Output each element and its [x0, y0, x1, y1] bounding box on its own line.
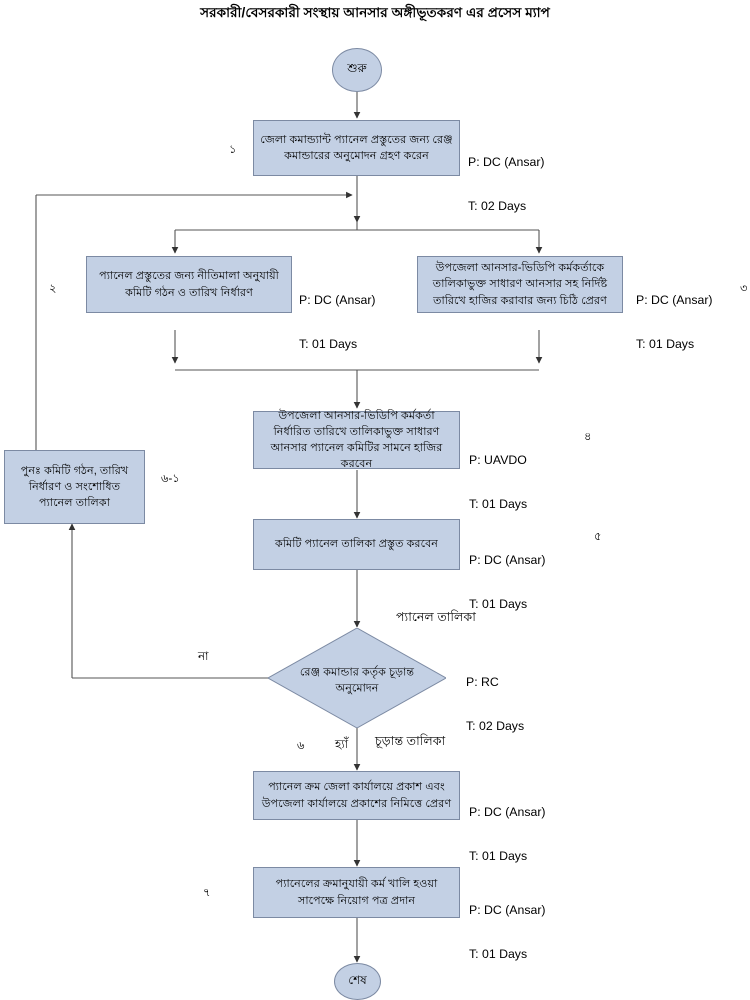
process-node-6-meta: P: DC (Ansar) T: 01 Days [469, 776, 546, 892]
process-node-2-performer: P: DC (Ansar) [299, 293, 376, 307]
rework-node[interactable]: পুনঃ কমিটি গঠন, তারিখ নির্ধারণ ও সংশোধিত… [4, 450, 145, 524]
process-node-3[interactable]: উপজেলা আনসার-ভিডিপি কর্মকর্তাকে তালিকাভু… [417, 256, 623, 313]
step-number-6-1: ৬-১ [161, 473, 180, 485]
process-node-2-label: প্যানেল প্রস্তুতের জন্য নীতিমালা অনুযায়… [99, 270, 279, 299]
rework-node-label: পুনঃ কমিটি গঠন, তারিখ নির্ধারণ ও সংশোধিত… [20, 464, 129, 510]
decision-node-meta: P: RC T: 02 Days [466, 646, 524, 762]
process-node-5[interactable]: কমিটি প্যানেল তালিকা প্রস্তুত করবেন [253, 519, 460, 570]
process-node-1-label: জেলা কমান্ড্যান্ট প্যানেল প্রস্তুতের জন্… [260, 133, 453, 162]
process-node-4-time: T: 01 Days [469, 496, 528, 511]
page-title: সরকারী/বেসরকারী সংস্থায় আনসার অঙ্গীভূতক… [200, 5, 550, 20]
step-number-4: ৪ [584, 431, 592, 443]
process-node-2-time: T: 01 Days [299, 336, 358, 351]
process-node-1-time: T: 02 Days [468, 198, 527, 213]
decision-node-performer: P: RC [466, 675, 499, 689]
process-node-6-label: প্যানেল ক্রম জেলা কার্যালয়ে প্রকাশ এবং … [261, 781, 452, 810]
process-node-6-performer: P: DC (Ansar) [469, 805, 546, 819]
process-node-3-time: T: 01 Days [636, 336, 695, 351]
start-node-label: শুরু [347, 61, 367, 75]
process-node-5-meta: P: DC (Ansar) T: 01 Days [469, 524, 546, 640]
step-number-3: ৩ [740, 283, 748, 295]
process-node-3-performer: P: DC (Ansar) [636, 293, 713, 307]
decision-node-time: T: 02 Days [466, 718, 525, 733]
process-node-7-time: T: 01 Days [469, 946, 528, 961]
process-node-1-performer: P: DC (Ansar) [468, 155, 545, 169]
end-node-label: শেষ [348, 972, 367, 987]
step-number-6: ৬ [297, 740, 305, 752]
process-node-7-performer: P: DC (Ansar) [469, 903, 546, 917]
process-node-3-meta: P: DC (Ansar) T: 01 Days [636, 264, 713, 380]
process-node-3-label: উপজেলা আনসার-ভিডিপি কর্মকর্তাকে তালিকাভু… [432, 262, 608, 307]
decision-no-label: না [198, 649, 209, 663]
decision-yes-label: হ্যাঁ [335, 737, 349, 751]
decision-node-label: রেঞ্জ কমান্ডার কর্তৃক চূড়ান্ত অনুমোদন [299, 666, 415, 695]
process-node-2-meta: P: DC (Ansar) T: 01 Days [299, 264, 376, 380]
step-number-5: ৫ [594, 531, 602, 543]
process-node-4[interactable]: উপজেলা আনসার-ভিডিপি কর্মকর্তা নির্ধারিত … [253, 410, 460, 470]
process-node-6[interactable]: প্যানেল ক্রম জেলা কার্যালয়ে প্রকাশ এবং … [253, 771, 460, 820]
decision-node[interactable]: রেঞ্জ কমান্ডার কর্তৃক চূড়ান্ত অনুমোদন [268, 628, 446, 728]
process-node-7-meta: P: DC (Ansar) T: 01 Days [469, 874, 546, 990]
process-node-4-meta: P: UAVDO T: 01 Days [469, 424, 527, 540]
process-node-4-performer: P: UAVDO [469, 453, 527, 467]
process-node-7[interactable]: প্যানেলের ক্রমানুযায়ী কর্ম খালি হওয়া স… [253, 867, 460, 918]
decision-input-label: প্যানেল তালিকা [396, 610, 476, 624]
step-number-7: ৭ [203, 887, 211, 899]
process-node-5-label: কমিটি প্যানেল তালিকা প্রস্তুত করবেন [275, 538, 438, 551]
process-node-2[interactable]: প্যানেল প্রস্তুতের জন্য নীতিমালা অনুযায়… [86, 256, 292, 313]
step-number-1: ১ [229, 144, 237, 156]
process-node-1[interactable]: জেলা কমান্ড্যান্ট প্যানেল প্রস্তুতের জন্… [253, 120, 460, 176]
end-node[interactable]: শেষ [334, 963, 381, 1000]
process-node-4-label: উপজেলা আনসার-ভিডিপি কর্মকর্তা নির্ধারিত … [270, 409, 443, 471]
decision-diamond-shape [268, 628, 446, 728]
process-node-6-time: T: 01 Days [469, 848, 528, 863]
final-list-label: চূড়ান্ত তালিকা [375, 734, 446, 748]
process-node-5-time: T: 01 Days [469, 596, 528, 611]
process-node-5-performer: P: DC (Ansar) [469, 553, 546, 567]
process-node-1-meta: P: DC (Ansar) T: 02 Days [468, 126, 545, 242]
process-node-7-label: প্যানেলের ক্রমানুযায়ী কর্ম খালি হওয়া স… [275, 878, 438, 907]
step-number-2: ২ [49, 283, 57, 295]
start-node[interactable]: শুরু [332, 48, 382, 92]
